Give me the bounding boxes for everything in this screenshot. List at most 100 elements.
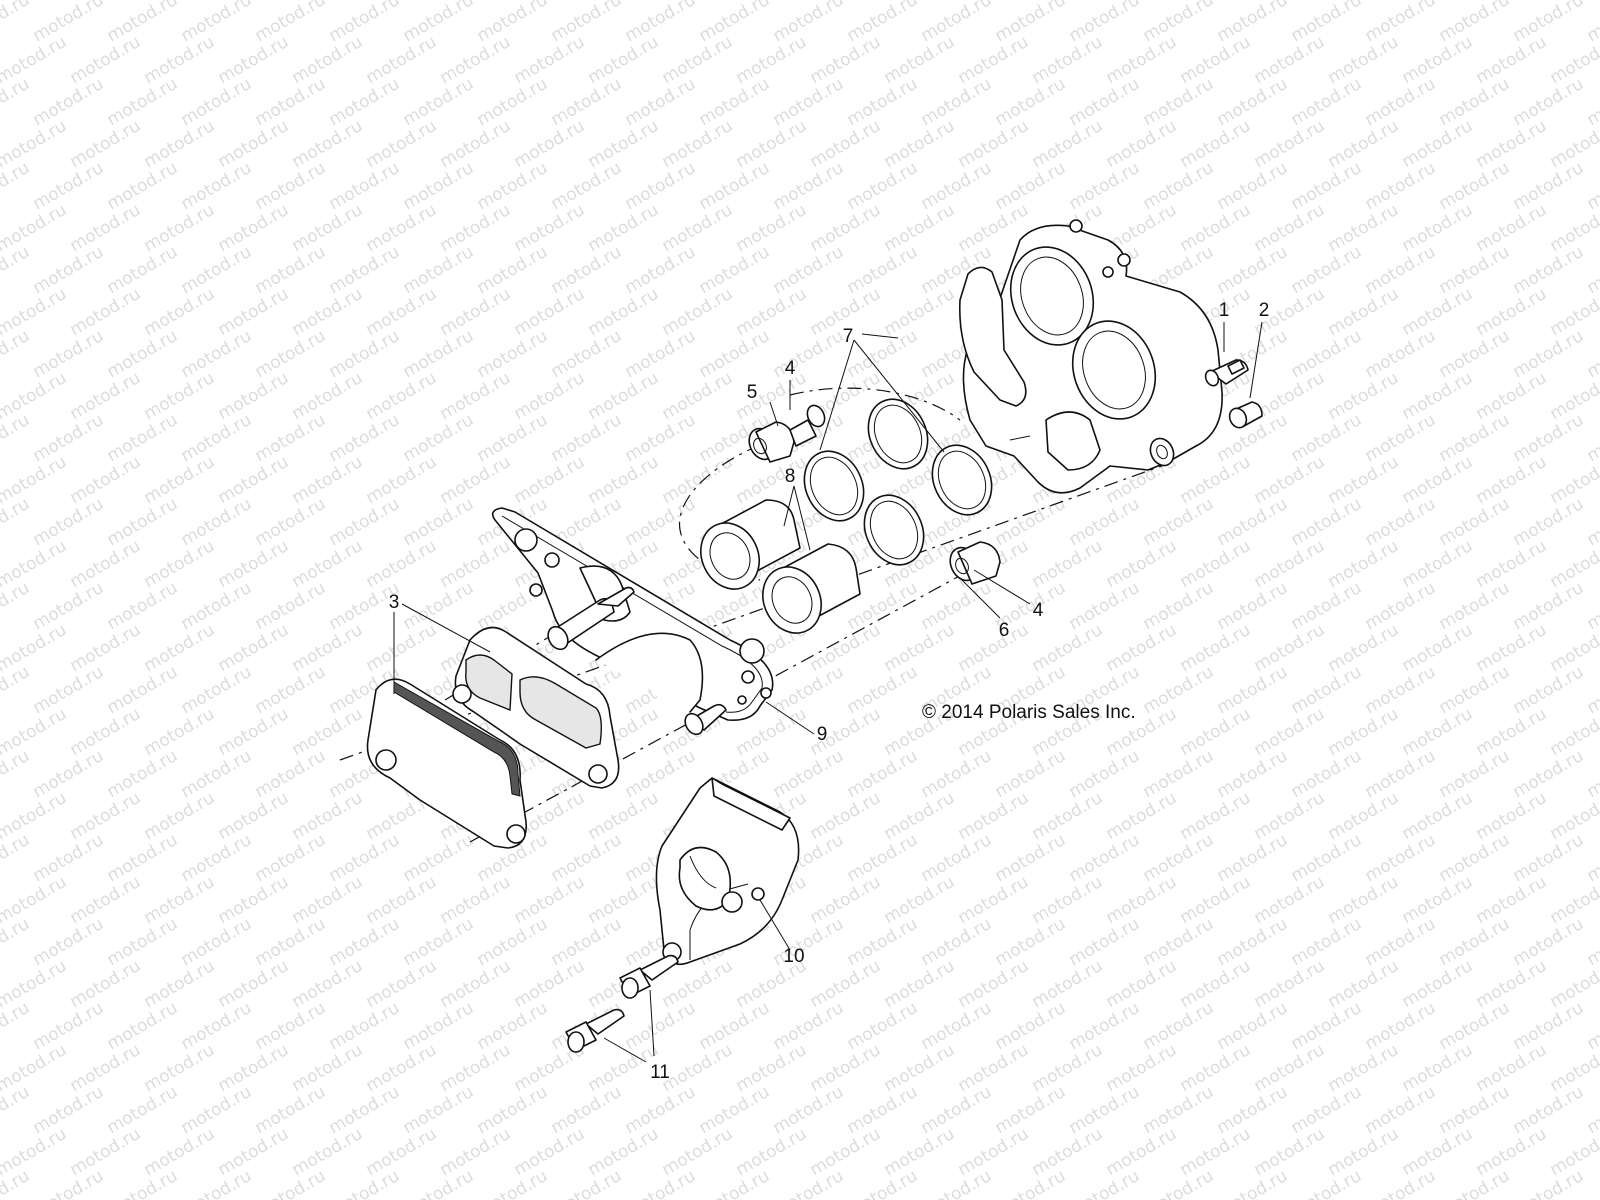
watermark-text: motod.ru [1473,536,1551,592]
watermark-text: motod.ru [104,578,182,634]
watermark-text: motod.ru [437,1124,515,1180]
watermark-text: motod.ru [1473,32,1551,88]
watermark-text: motod.ru [511,1124,589,1180]
watermark-text: motod.ru [1325,704,1403,760]
watermark-text: motod.ru [1251,1124,1329,1180]
watermark-text: motod.ru [1584,998,1600,1054]
watermark-text: motod.ru [844,830,922,886]
watermark-text: motod.ru [1473,452,1551,508]
watermark-text: motod.ru [844,998,922,1054]
watermark-text: motod.ru [770,158,848,214]
watermark-text: motod.ru [215,368,293,424]
watermark-text: motod.ru [1510,1082,1588,1138]
watermark-text: motod.ru [1251,1040,1329,1096]
watermark-text: motod.ru [289,452,367,508]
callout-labels: 1 2 3 4 4 5 6 7 8 9 10 11 [389,300,1270,1083]
upper-slide-pin-and-boot [748,404,826,463]
watermark-text: motod.ru [659,200,737,256]
watermark-text: motod.ru [215,536,293,592]
watermark-text: motod.ru [1140,158,1218,214]
watermark-text: motod.ru [474,914,552,970]
watermark-text: motod.ru [30,326,108,382]
watermark-text: motod.ru [696,326,774,382]
watermark-text: motod.ru [1288,578,1366,634]
watermark-text: motod.ru [1288,326,1366,382]
watermark-text: motod.ru [1103,788,1181,844]
watermark-text: motod.ru [215,1040,293,1096]
watermark-text: motod.ru [918,1082,996,1138]
watermark-text: motod.ru [696,74,774,130]
watermark-text: motod.ru [696,0,774,46]
watermark-text: motod.ru [1214,242,1292,298]
watermark-text: motod.ru [1473,1040,1551,1096]
watermark-text: motod.ru [1214,662,1292,718]
watermark-text: motod.ru [770,914,848,970]
watermark-text: motod.ru [1362,1166,1440,1200]
watermark-text: motod.ru [1362,158,1440,214]
watermark-text: motod.ru [1436,998,1514,1054]
watermark-text: motod.ru [1288,746,1366,802]
callout-8: 8 [785,466,796,487]
watermark-text: motod.ru [67,872,145,928]
watermark-text: motod.ru [1066,494,1144,550]
watermark-text: motod.ru [400,1166,478,1200]
watermark-text: motod.ru [696,998,774,1054]
watermark-text: motod.ru [1177,1124,1255,1180]
watermark-text: motod.ru [844,158,922,214]
watermark-text: motod.ru [955,1124,1033,1180]
watermark-text: motod.ru [770,1082,848,1138]
watermark-text: motod.ru [141,284,219,340]
watermark-text: motod.ru [104,242,182,298]
watermark-text: motod.ru [1362,0,1440,46]
watermark-text: motod.ru [363,536,441,592]
watermark-text: motod.ru [585,368,663,424]
watermark-text: motod.ru [1140,662,1218,718]
watermark-text: motod.ru [437,32,515,88]
watermark-text: motod.ru [1288,242,1366,298]
watermark-text: motod.ru [1362,662,1440,718]
watermark-text: motod.ru [1362,410,1440,466]
watermark-text: motod.ru [1436,746,1514,802]
watermark-text: motod.ru [659,284,737,340]
watermark-text: motod.ru [400,998,478,1054]
watermark-text: motod.ru [289,284,367,340]
watermark-text: motod.ru [67,116,145,172]
watermark-text: motod.ru [104,494,182,550]
callout-6: 6 [999,620,1010,641]
watermark-text: motod.ru [659,32,737,88]
watermark-text: motod.ru [178,1166,256,1200]
watermark-text: motod.ru [178,0,256,46]
watermark-text: motod.ru [104,0,182,46]
watermark-text: motod.ru [918,746,996,802]
watermark-text: motod.ru [363,620,441,676]
watermark-text: motod.ru [141,956,219,1012]
watermark-text: motod.ru [1362,74,1440,130]
watermark-text: motod.ru [1436,914,1514,970]
watermark-text: motod.ru [1362,998,1440,1054]
watermark-text: motod.ru [1473,1124,1551,1180]
watermark-text: motod.ru [955,788,1033,844]
watermark-text: motod.ru [1436,830,1514,886]
watermark-text: motod.ru [178,326,256,382]
watermark-text: motod.ru [252,410,330,466]
watermark-text: motod.ru [1399,788,1477,844]
watermark-text: motod.ru [215,452,293,508]
watermark-text: motod.ru [363,200,441,256]
watermark-text: motod.ru [511,872,589,928]
watermark-text: motod.ru [400,0,478,46]
watermark-text: motod.ru [1399,32,1477,88]
watermark-text: motod.ru [992,1166,1070,1200]
watermark-text: motod.ru [955,956,1033,1012]
watermark-text: motod.ru [1103,620,1181,676]
watermark-text: motod.ru [1214,578,1292,634]
watermark-text: motod.ru [104,1082,182,1138]
watermark-text: motod.ru [474,158,552,214]
watermark-text: motod.ru [178,494,256,550]
watermark-text: motod.ru [844,1082,922,1138]
watermark-text: motod.ru [215,116,293,172]
watermark-text: motod.ru [178,1082,256,1138]
watermark-text: motod.ru [67,536,145,592]
watermark-text: motod.ru [1214,830,1292,886]
caliper-bracket [491,507,774,736]
watermark-text: motod.ru [1436,578,1514,634]
